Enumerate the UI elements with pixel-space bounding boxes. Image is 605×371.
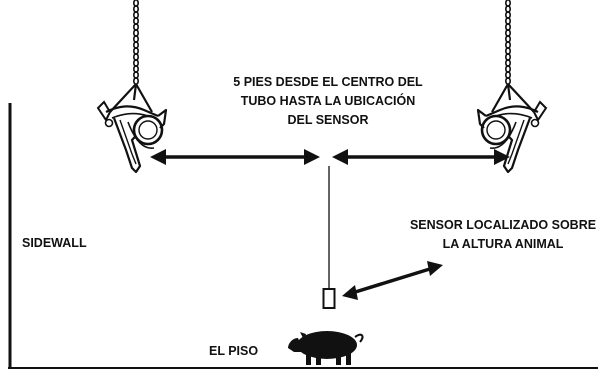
- sensor-label: SENSOR LOCALIZADO SOBRE LA ALTURA ANIMAL: [408, 216, 598, 254]
- sensor-label-line2: LA ALTURA ANIMAL: [442, 237, 564, 251]
- pig-icon: [288, 331, 364, 365]
- distance-arrow-right: [332, 149, 510, 165]
- distance-label: 5 PIES DESDE EL CENTRO DEL TUBO HASTA LA…: [208, 73, 448, 130]
- distance-label-line2: TUBO HASTA LA UBICACIÓN: [240, 94, 416, 108]
- sensor-label-line1: SENSOR LOCALIZADO SOBRE: [409, 218, 597, 232]
- heater-pan-right-icon: [478, 0, 546, 172]
- sensor-icon: [322, 288, 336, 309]
- distance-label-line3: DEL SENSOR: [287, 113, 369, 127]
- sensor-height-arrow: [342, 261, 443, 300]
- heater-pan-left-icon: [98, 0, 166, 172]
- floor-label: EL PISO: [209, 344, 259, 358]
- distance-label-line1: 5 PIES DESDE EL CENTRO DEL: [233, 75, 423, 89]
- distance-arrow-left: [150, 149, 320, 165]
- sidewall-label: SIDEWALL: [22, 236, 87, 250]
